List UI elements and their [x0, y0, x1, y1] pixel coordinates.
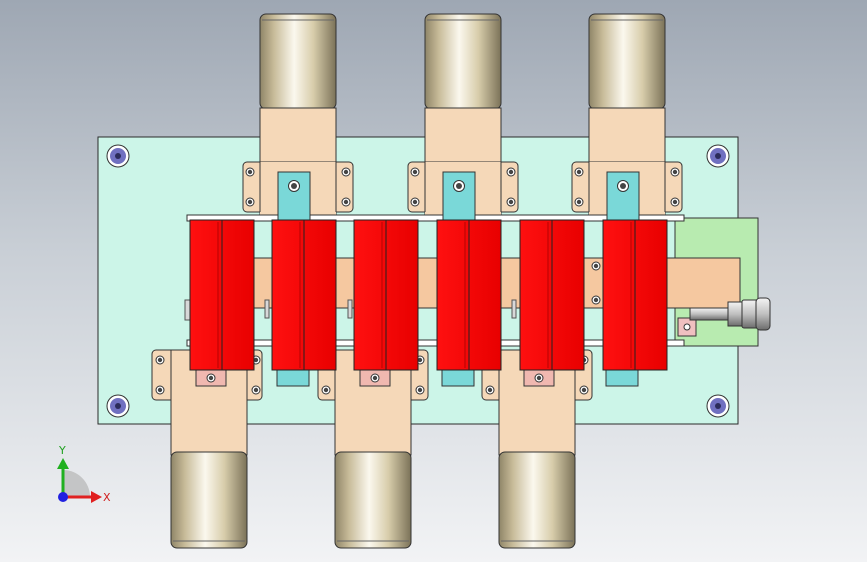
- top-cylinder-1[interactable]: [259, 13, 337, 110]
- triad-y-label: Y: [58, 444, 66, 457]
- corner-screw-bottom-right: [706, 394, 730, 418]
- bottom-cylinder-2[interactable]: [334, 451, 412, 549]
- blade-1[interactable]: [189, 219, 255, 371]
- bottom-cylinder-1[interactable]: [170, 451, 248, 549]
- corner-screw-bottom-left: [106, 394, 130, 418]
- triad-rotation-arc-icon: [63, 470, 90, 497]
- bottom-cylinder-3[interactable]: [498, 451, 576, 549]
- coordinate-triad[interactable]: Y X: [57, 444, 111, 504]
- triad-z-axis-icon: [58, 492, 68, 502]
- corner-screw-top-right: [706, 144, 730, 168]
- blade-5[interactable]: [519, 219, 585, 371]
- blade-6[interactable]: [602, 219, 668, 371]
- top-clamp-tab-2[interactable]: [442, 171, 476, 221]
- blade-3[interactable]: [353, 219, 419, 371]
- top-cylinder-3[interactable]: [588, 13, 666, 110]
- top-cylinder-2[interactable]: [424, 13, 502, 110]
- corner-screw-top-left: [106, 144, 130, 168]
- blade-2[interactable]: [271, 219, 337, 371]
- top-clamp-tab-1[interactable]: [277, 171, 311, 221]
- triad-x-label: X: [103, 491, 111, 504]
- top-clamp-tab-3[interactable]: [606, 171, 640, 221]
- rail-stopper-block: [677, 317, 697, 337]
- adjustment-bolt[interactable]: [689, 297, 771, 331]
- blade-4[interactable]: [436, 219, 502, 371]
